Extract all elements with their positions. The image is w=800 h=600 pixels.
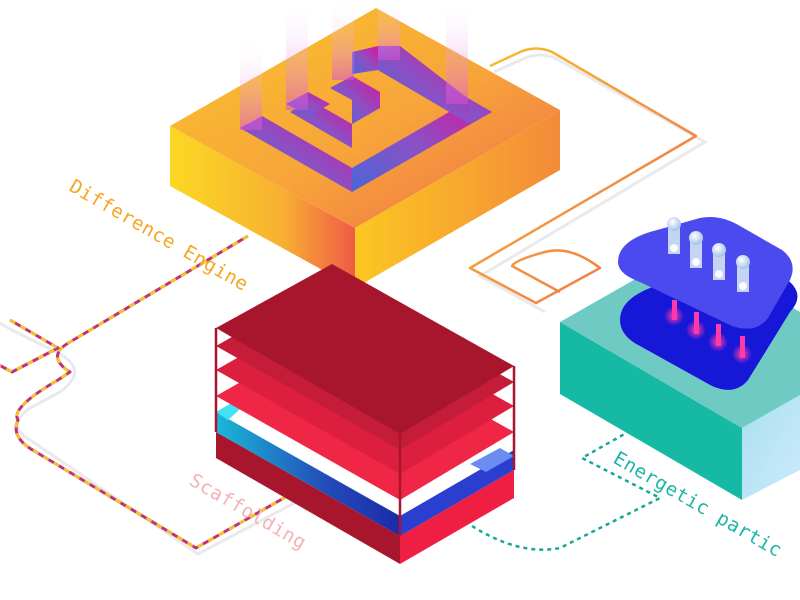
particle-glows: [664, 300, 752, 364]
engine-spiral-icon: [240, 46, 492, 192]
scaffolding-dashed-track: [0, 234, 299, 550]
particle-pins: [667, 217, 750, 292]
particle-top-plate: [618, 217, 793, 329]
energetic-particles-block: [560, 217, 800, 500]
scaffold-frame: [214, 328, 516, 536]
difference-engine-block: [170, 0, 560, 288]
connector-shadows: [0, 53, 708, 556]
engine-light-beams: [240, 0, 468, 130]
gold-circuit-track: [468, 47, 698, 305]
particles-dotted-track: [471, 430, 663, 551]
scaffolding-stack: [214, 264, 516, 564]
